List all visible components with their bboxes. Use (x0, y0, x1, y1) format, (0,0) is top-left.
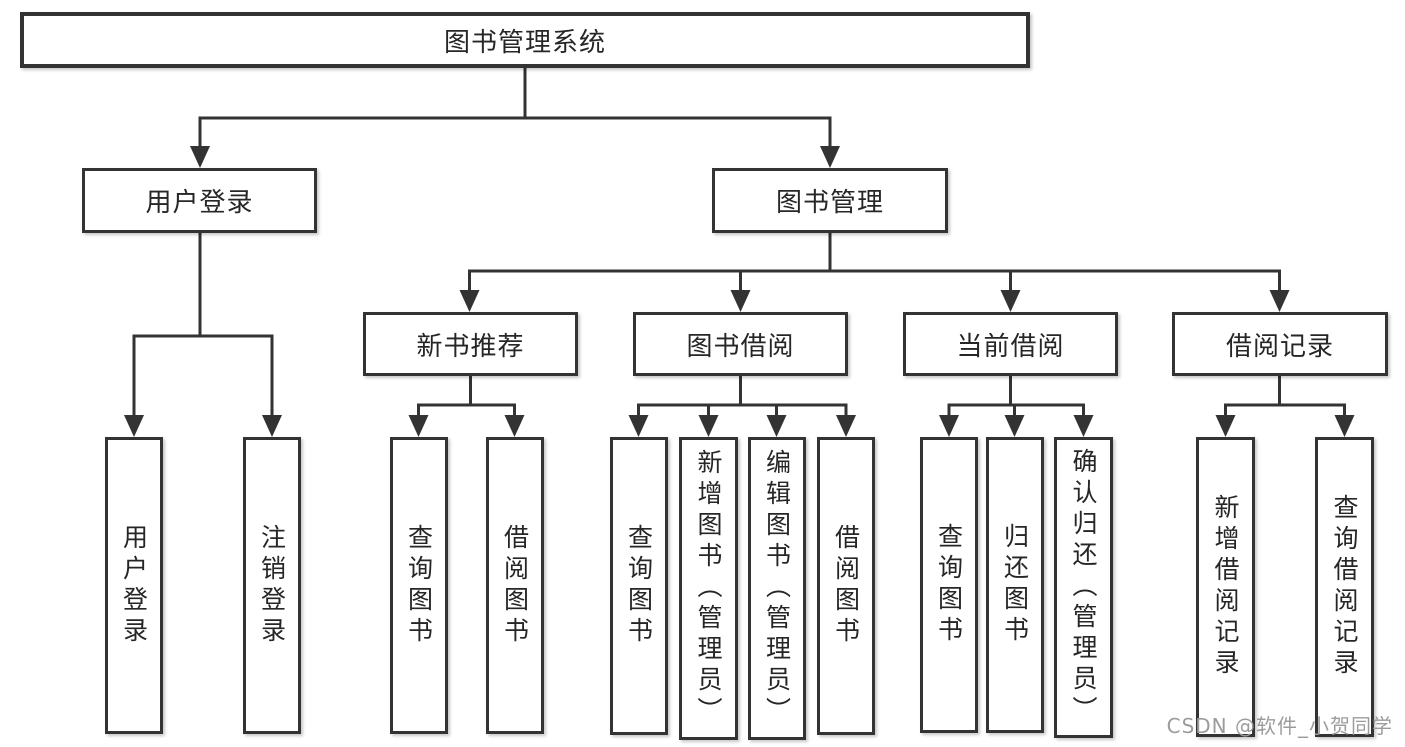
node-new-book-recommend: 新书推荐 (363, 312, 578, 376)
leaf-add-borrow-record: 新增借阅记录 (1196, 437, 1255, 737)
node-library-management-system: 图书管理系统 (20, 12, 1030, 68)
leaf-add-book-admin: 新增图书（管理员） (679, 437, 738, 740)
connector-book-management-children (459, 233, 1290, 312)
leaf-label: 查询图书 (624, 524, 654, 648)
watermark: CSDN @软件_小贺同学 (1166, 714, 1393, 738)
leaf-label: 借阅图书 (831, 524, 861, 648)
leaf-query-borrow-record: 查询借阅记录 (1315, 437, 1374, 737)
node-label: 新书推荐 (416, 331, 525, 362)
connector-root-to-level1 (190, 68, 840, 168)
node-label: 借阅记录 (1225, 331, 1334, 362)
leaf-label: 新增图书（管理员） (694, 449, 723, 728)
node-label: 图书管理 (775, 188, 884, 218)
leaf-logout: 注销登录 (243, 437, 301, 734)
node-label: 图书借阅 (686, 331, 795, 362)
leaf-label: 查询借阅记录 (1330, 494, 1359, 680)
node-book-management: 图书管理 (712, 168, 948, 233)
leaf-label: 用户登录 (119, 523, 149, 648)
leaf-label: 确认归还（管理员） (1069, 448, 1098, 727)
leaf-user-login: 用户登录 (105, 437, 163, 734)
node-label: 当前借阅 (956, 331, 1065, 362)
node-label: 图书管理系统 (443, 27, 606, 58)
node-user-login: 用户登录 (82, 168, 317, 233)
leaf-label: 借阅图书 (500, 523, 530, 648)
connector-book-borrowing-children (628, 376, 856, 437)
connector-borrowing-records-children (1215, 376, 1355, 437)
leaf-query-books-recommend: 查询图书 (390, 437, 448, 734)
leaf-label: 新增借阅记录 (1211, 494, 1240, 680)
leaf-return-book: 归还图书 (986, 437, 1044, 733)
connector-new-book-recommend-children (408, 376, 525, 437)
leaf-edit-book-admin: 编辑图书（管理员） (748, 437, 806, 740)
node-current-borrowing: 当前借阅 (903, 312, 1118, 376)
leaf-label: 查询图书 (934, 523, 964, 647)
leaf-label: 编辑图书（管理员） (762, 449, 792, 728)
node-book-borrowing: 图书借阅 (633, 312, 848, 376)
leaf-query-books-current: 查询图书 (920, 437, 978, 733)
leaf-label: 注销登录 (257, 523, 287, 648)
leaf-borrow-book-recommend: 借阅图书 (486, 437, 544, 734)
leaf-label: 查询图书 (404, 523, 434, 648)
connector-current-borrowing-children (939, 376, 1094, 437)
node-label: 用户登录 (145, 188, 254, 218)
leaf-confirm-return-admin: 确认归还（管理员） (1054, 437, 1113, 738)
leaf-borrow-book-borrowing: 借阅图书 (817, 437, 875, 735)
node-borrowing-records: 借阅记录 (1172, 312, 1388, 376)
connector-user-login-children (124, 233, 282, 437)
leaf-query-books-borrowing: 查询图书 (610, 437, 668, 735)
leaf-label: 归还图书 (1000, 523, 1030, 647)
